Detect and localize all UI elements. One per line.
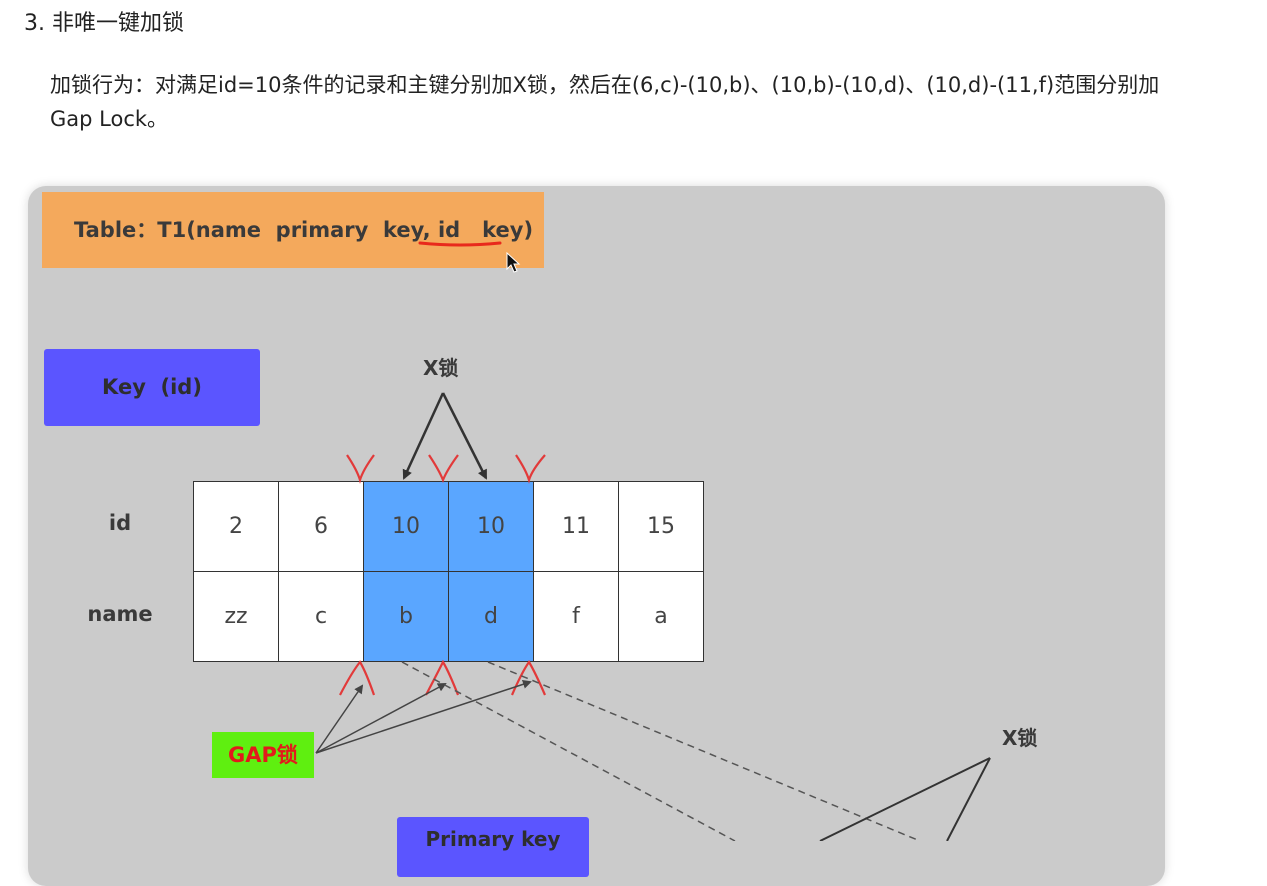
gap-marker-top bbox=[515, 454, 546, 484]
gap-marker-bottom bbox=[510, 659, 547, 696]
id-cell-locked: 10 bbox=[364, 482, 449, 572]
id-cell-locked: 10 bbox=[449, 482, 534, 572]
gap-lock-arrow bbox=[315, 684, 364, 754]
diagram-connectors bbox=[315, 241, 991, 841]
name-cell: c bbox=[279, 572, 364, 662]
table-title: Table：T1(name primary key, id key) bbox=[42, 192, 544, 268]
key-underline bbox=[418, 241, 502, 247]
gap-lock-arrow bbox=[315, 679, 532, 754]
x-lock-arrow bbox=[441, 392, 488, 480]
id-cell: 11 bbox=[534, 482, 619, 572]
id-cell: 6 bbox=[279, 482, 364, 572]
x-lock-label-primary: X锁 bbox=[1002, 726, 1038, 750]
index-key-box: Key (id) bbox=[44, 349, 260, 426]
x-lock-arrow-primary bbox=[946, 757, 991, 841]
name-cell: a bbox=[619, 572, 704, 662]
x-lock-arrow bbox=[402, 392, 445, 480]
section-heading: 3. 非唯一键加锁 bbox=[24, 11, 184, 36]
gap-lock-label: GAP锁 bbox=[212, 732, 314, 778]
gap-lock-arrow bbox=[315, 683, 447, 754]
index-record-grid: 2 6 10 10 11 15 zz c b d f a bbox=[193, 481, 704, 662]
gap-marker-bottom bbox=[339, 660, 376, 696]
mouse-cursor-icon bbox=[506, 252, 521, 273]
name-cell: zz bbox=[194, 572, 279, 662]
lock-behavior-paragraph: 加锁行为：对满足id=10条件的记录和主键分别加X锁，然后在(6,c)-(10,… bbox=[50, 73, 1160, 131]
gap-marker-top bbox=[428, 454, 459, 483]
name-cell: f bbox=[534, 572, 619, 662]
x-lock-label: X锁 bbox=[423, 356, 459, 380]
row-label-name: name bbox=[87, 602, 153, 626]
pk-link-dashed bbox=[487, 661, 921, 841]
gap-marker-bottom bbox=[425, 659, 460, 696]
id-cell: 2 bbox=[194, 482, 279, 572]
gap-marker-top bbox=[346, 454, 375, 484]
name-cell-locked: d bbox=[449, 572, 534, 662]
row-label-id: id bbox=[108, 511, 132, 535]
name-cell-locked: b bbox=[364, 572, 449, 662]
x-lock-arrow-primary bbox=[819, 757, 991, 841]
pk-link-dashed bbox=[401, 661, 736, 841]
id-cell: 15 bbox=[619, 482, 704, 572]
